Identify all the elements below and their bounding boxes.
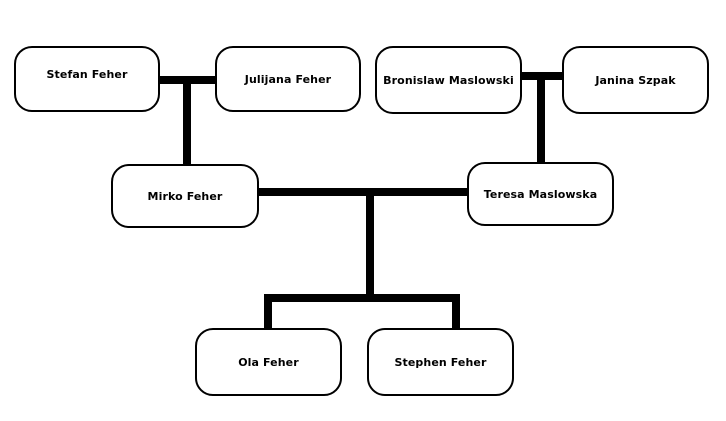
person-box-teresa-maslowska: Teresa Maslowska <box>467 162 614 226</box>
descent-line-to-ola <box>264 298 272 330</box>
person-box-mirko-feher: Mirko Feher <box>111 164 259 228</box>
sibling-bar-children <box>264 294 460 302</box>
descent-line-mirko-teresa <box>366 192 374 296</box>
person-box-bronislaw-maslowski: Bronislaw Maslowski <box>375 46 522 114</box>
person-box-ola-feher: Ola Feher <box>195 328 342 396</box>
person-box-julijana-feher: Julijana Feher <box>215 46 361 112</box>
descent-line-stefan-julijana-to-mirko <box>183 80 191 165</box>
descent-line-to-stephen <box>452 298 460 330</box>
marriage-line-mirko-teresa <box>257 188 468 196</box>
person-box-janina-szpak: Janina Szpak <box>562 46 709 114</box>
descent-line-bronislaw-janina-to-teresa <box>537 76 545 164</box>
person-box-stephen-feher: Stephen Feher <box>367 328 514 396</box>
person-box-stefan-feher: Stefan Feher <box>14 46 160 112</box>
